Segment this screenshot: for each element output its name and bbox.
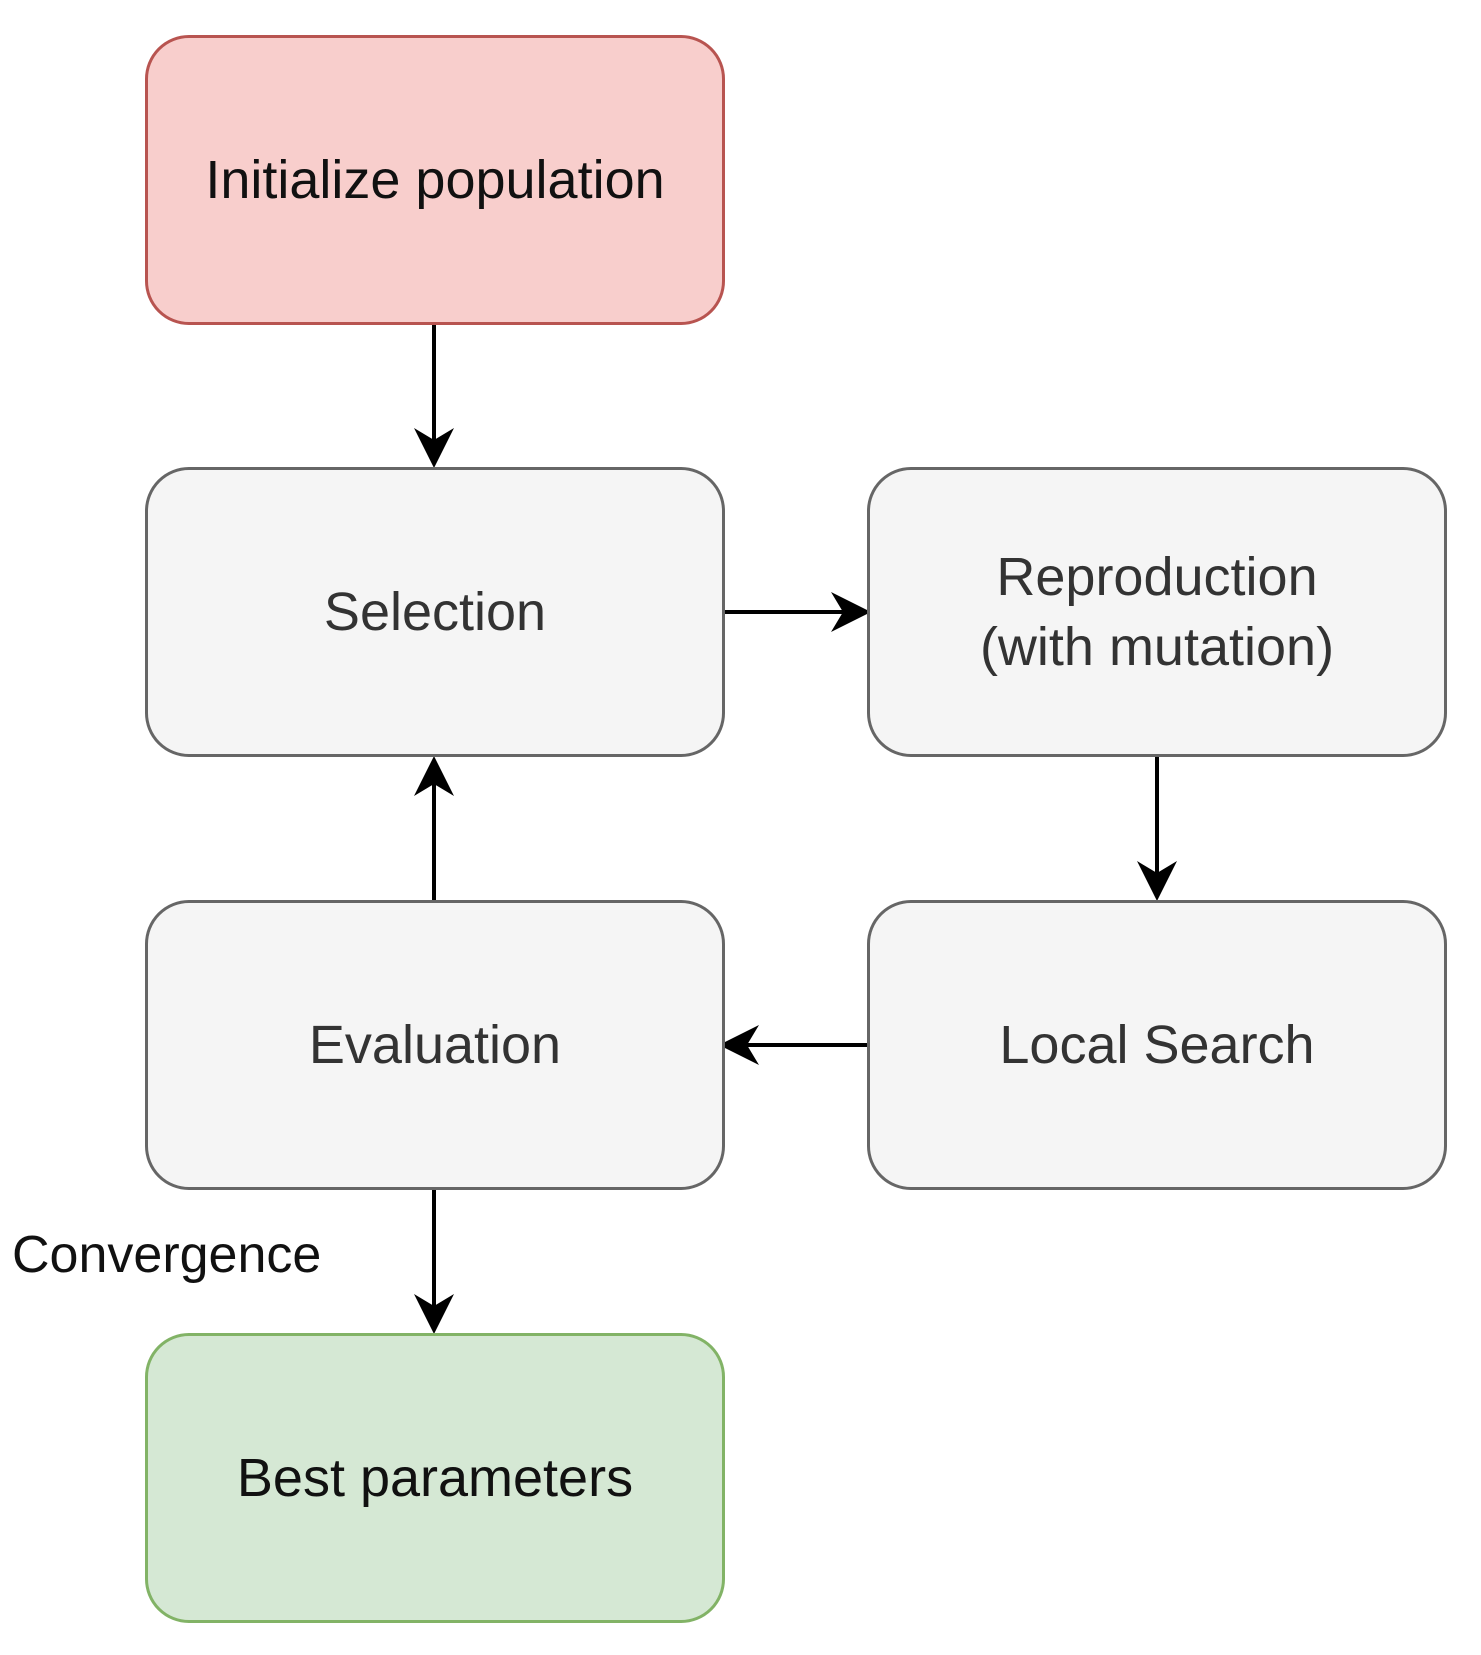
node-reproduction: Reproduction (with mutation) — [867, 467, 1447, 757]
node-label: Evaluation — [308, 1014, 562, 1075]
node-selection: Selection — [145, 467, 725, 757]
node-evaluation: Evaluation — [145, 900, 725, 1190]
node-label: Best parameters — [236, 1447, 634, 1508]
edge-label-convergence: Convergence — [12, 1226, 322, 1284]
node-best-parameters: Best parameters — [145, 1333, 725, 1623]
node-label: Selection — [323, 581, 547, 642]
node-initialize-population: Initialize population — [145, 35, 725, 325]
node-local-search: Local Search — [867, 900, 1447, 1190]
node-label: Initialize population — [205, 149, 665, 210]
node-label: Local Search — [999, 1014, 1315, 1075]
node-label: Reproduction (with mutation) — [979, 546, 1335, 677]
